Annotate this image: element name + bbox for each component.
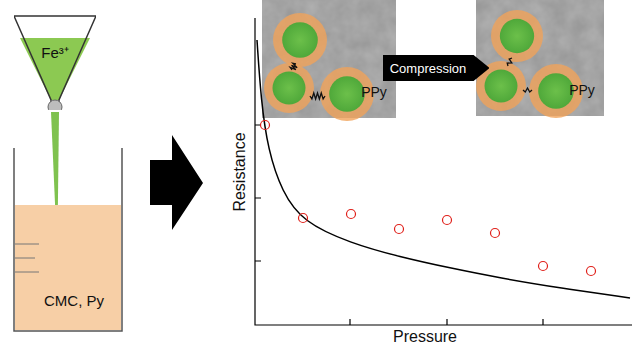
node-text: Fe³⁺: [41, 42, 69, 62]
contact-resistor: [523, 88, 532, 92]
data-point: [347, 210, 356, 219]
data-point: [539, 262, 548, 271]
beaker-shape: CMC, Py: [13, 148, 123, 332]
process-arrow: [150, 135, 203, 230]
sem-inset: [476, 0, 604, 116]
cmc-core: [538, 73, 574, 109]
funnel-outline: [14, 14, 96, 110]
contact-resistor: [290, 63, 297, 70]
data-point: [261, 121, 270, 130]
axis-title: Pressure: [393, 328, 457, 346]
funnel-shape: Fe³⁺: [14, 14, 96, 110]
fit-curve: [257, 40, 630, 298]
chart-axes: [255, 18, 632, 325]
ppy-shell: [491, 10, 543, 62]
cmc-core: [500, 19, 534, 53]
data-point: [299, 214, 308, 223]
node-text: CMC, Py: [44, 292, 104, 309]
material-label: PPy: [361, 84, 387, 100]
cmc-core: [282, 22, 318, 58]
data-point: [395, 225, 404, 234]
ppy-shell: [273, 13, 327, 67]
material-label: PPy: [569, 82, 595, 98]
arrow-shape: Compression: [383, 55, 490, 81]
data-point: [491, 229, 500, 238]
cmc-core: [485, 70, 518, 103]
cmc-core: [329, 76, 365, 112]
cmc-core: [273, 72, 306, 105]
data-point: [443, 216, 452, 225]
contact-resistor: [507, 58, 512, 66]
data-point: [587, 267, 596, 276]
axis-title: Resistance: [231, 132, 249, 211]
ppy-shell: [264, 63, 314, 113]
node-text: Compression: [390, 61, 467, 76]
contact-resistor: [310, 93, 325, 99]
